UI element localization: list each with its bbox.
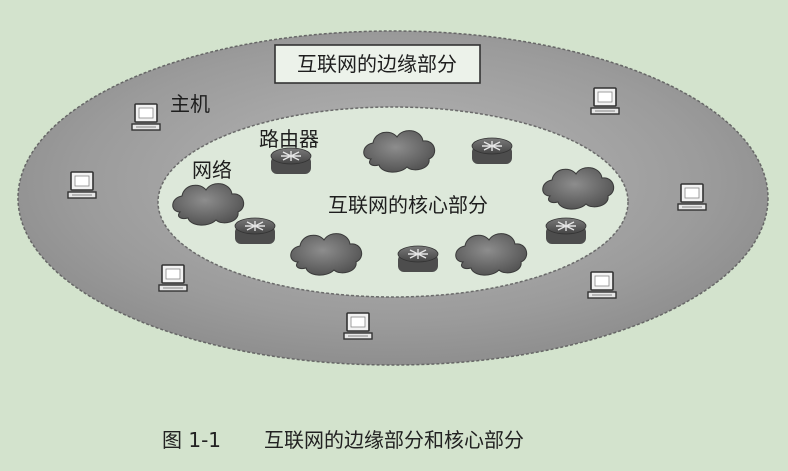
router-icon: [545, 217, 587, 245]
core-title: 互联网的核心部分: [328, 193, 488, 217]
computer-icon: [67, 171, 97, 199]
edge-title-box: 互联网的边缘部分: [274, 44, 481, 84]
router-icon: [397, 245, 439, 273]
computer-icon: [587, 271, 617, 299]
host-label: 主机: [170, 92, 210, 116]
computer-icon: [158, 264, 188, 292]
caption-text: 互联网的边缘部分和核心部分: [264, 428, 524, 452]
router-label: 路由器: [259, 127, 319, 151]
computer-icon: [677, 183, 707, 211]
network-label: 网络: [192, 158, 232, 182]
edge-title: 互联网的边缘部分: [297, 52, 457, 76]
router-icon: [270, 147, 312, 175]
router-icon: [234, 217, 276, 245]
caption-number: 图 1-1: [162, 428, 221, 452]
computer-icon: [343, 312, 373, 340]
router-icon: [471, 137, 513, 165]
computer-icon: [590, 87, 620, 115]
computer-icon: [131, 103, 161, 131]
